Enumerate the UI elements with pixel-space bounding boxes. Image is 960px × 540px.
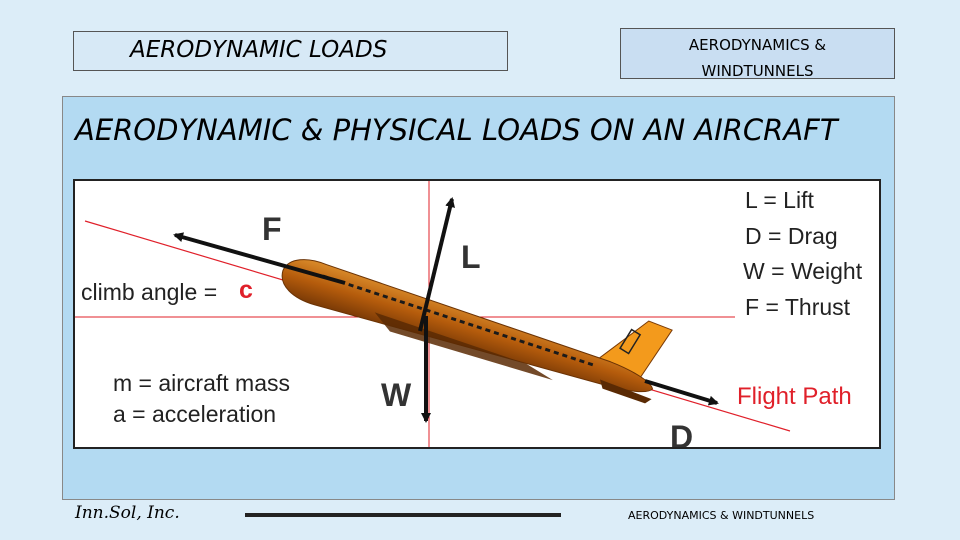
label-drag-d: D	[670, 419, 694, 449]
thrust-arrow	[173, 232, 346, 285]
legend-item-lift: L = Lift	[745, 187, 814, 213]
flight-path-label: Flight Path	[737, 383, 852, 410]
lift-arrow	[418, 197, 455, 332]
climb-angle-label: climb angle =	[81, 279, 218, 305]
header-left-title: AERODYNAMIC LOADS	[130, 37, 388, 63]
label-weight-w: W	[381, 377, 412, 413]
aircraft-diagram-graphic	[75, 181, 791, 447]
label-lift-l: L	[461, 239, 481, 275]
footer-company: Inn.Sol, Inc.	[75, 503, 180, 523]
climb-angle-symbol: c	[239, 276, 253, 304]
legend-item-drag: D = Drag	[745, 223, 838, 249]
legend-item-thrust: F = Thrust	[745, 294, 851, 320]
header-left-box: AERODYNAMIC LOADS	[73, 31, 508, 71]
acceleration-definition: a = acceleration	[113, 401, 277, 427]
drag-arrow	[644, 379, 719, 406]
legend-item-weight: W = Weight	[743, 258, 863, 284]
footer-course-title: AERODYNAMICS & WINDTUNNELS	[628, 509, 815, 522]
slide-title: AERODYNAMIC & PHYSICAL LOADS ON AN AIRCR…	[75, 113, 838, 147]
header-right-title-line1: AERODYNAMICS &	[688, 36, 827, 54]
aircraft-loads-figure: F L W D climb angle = c Flight Path m = …	[73, 179, 881, 449]
footer-divider	[245, 513, 561, 517]
content-panel: AERODYNAMIC & PHYSICAL LOADS ON AN AIRCR…	[62, 96, 895, 500]
mass-definition: m = aircraft mass	[113, 370, 291, 396]
header-right-title-line2: WINDTUNNELS	[701, 62, 814, 80]
label-thrust-f: F	[262, 211, 282, 247]
header-right-box: AERODYNAMICS & WINDTUNNELS	[620, 28, 895, 80]
